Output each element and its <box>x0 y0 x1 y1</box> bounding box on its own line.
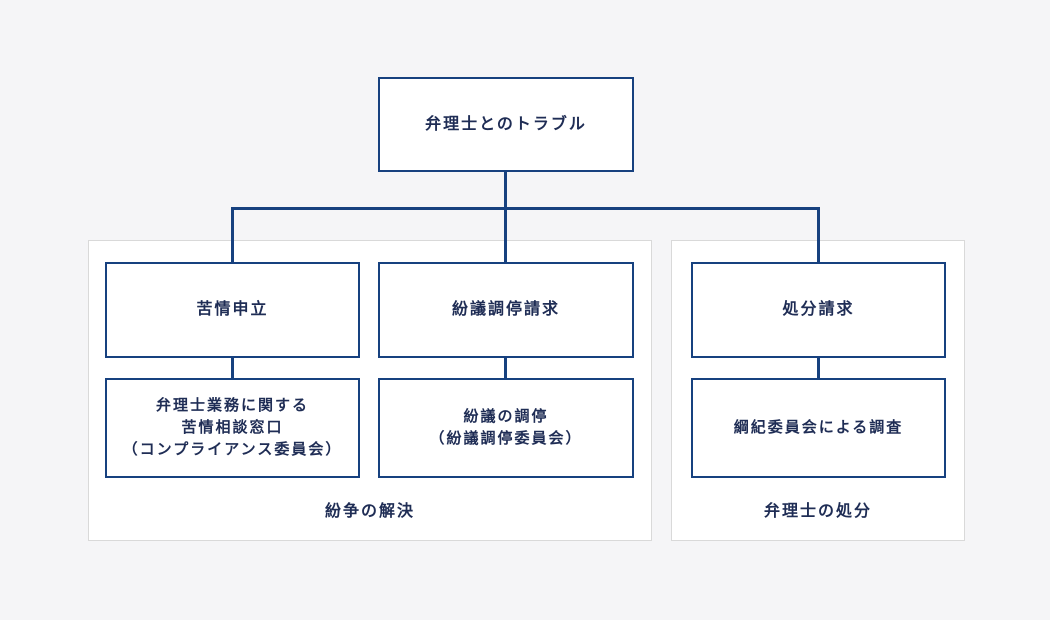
box-label: 紛議調停請求 <box>451 301 560 318</box>
box-label-line: 苦情相談窓口 <box>181 419 284 436</box>
box-label: 弁理士とのトラブル <box>425 115 587 133</box>
box-disciplinary-action-request: 処分請求 <box>691 262 946 358</box>
connector-drop-right <box>817 207 820 262</box>
box-label-line: 弁理士業務に関する <box>155 397 309 414</box>
box-label-line: （コンプライアンス委員会） <box>122 441 343 458</box>
box-trouble-with-patent-attorney: 弁理士とのトラブル <box>378 77 634 172</box>
connector-drop-center <box>504 207 507 262</box>
box-dispute-mediation-committee: 紛議の調停 （紛議調停委員会） <box>378 378 634 478</box>
box-label: 苦情申立 <box>196 301 269 318</box>
caption-attorney-discipline: 弁理士の処分 <box>763 503 872 520</box>
caption-dispute-resolution: 紛争の解決 <box>324 503 415 520</box>
box-label-line: 紛議の調停 <box>463 408 549 425</box>
box-complaint-consultation-desk: 弁理士業務に関する 苦情相談窓口 （コンプライアンス委員会） <box>105 378 360 478</box>
connector-center-column <box>504 358 507 378</box>
connector-left-column <box>231 358 234 378</box>
connector-drop-left <box>231 207 234 262</box>
connector-horizontal-bar <box>231 207 820 210</box>
box-label-line: （紛議調停委員会） <box>429 430 583 447</box>
connector-root-stem <box>504 172 507 210</box>
box-discipline-committee-investigation: 綱紀委員会による調査 <box>691 378 946 478</box>
box-complaint-filing: 苦情申立 <box>105 262 360 358</box>
box-dispute-mediation-request: 紛議調停請求 <box>378 262 634 358</box>
box-label-line: 綱紀委員会による調査 <box>733 419 904 436</box>
connector-right-column <box>817 358 820 378</box>
box-label: 処分請求 <box>782 301 855 318</box>
